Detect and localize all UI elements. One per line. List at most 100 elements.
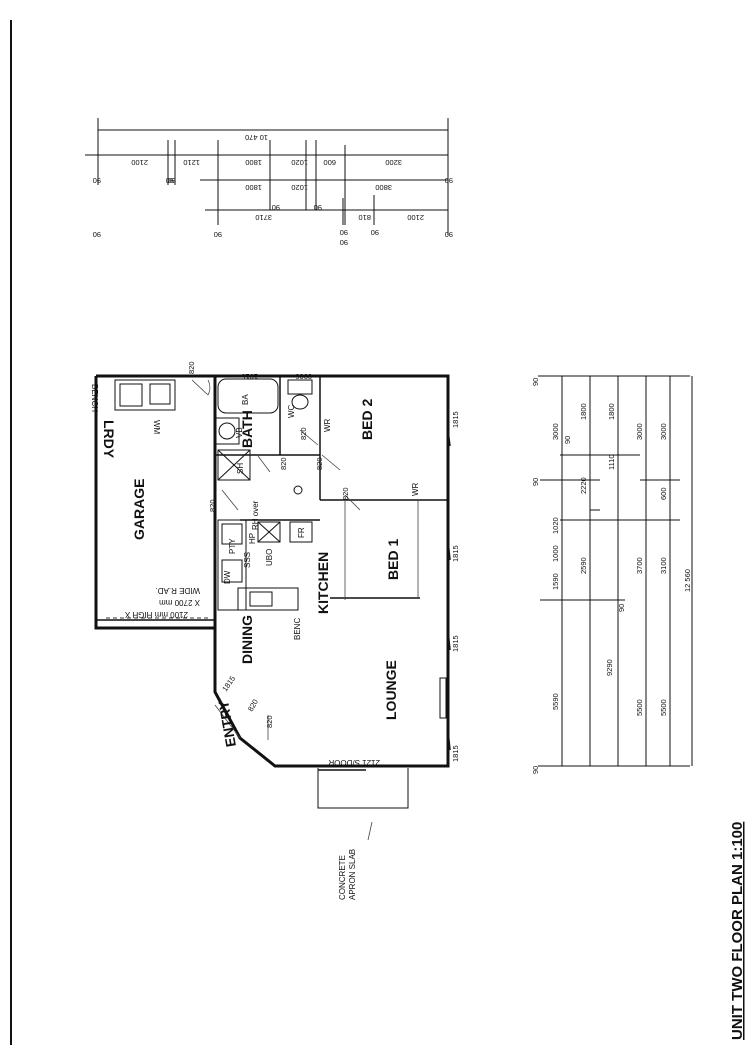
door-d4: 820 [315,457,324,470]
dim-top-r2-0: 1800 [245,183,262,192]
dim-bottom-c4-1: 1110 [607,454,616,470]
dim-bottom-c4-3: 5500 [635,699,644,716]
label-apron-2: APRON SLAB [348,849,357,900]
window-bed2: 0906 [295,372,312,381]
dim-bottom-c3-2: 90 [563,436,572,444]
door-d6: 820 [341,487,350,500]
dim-top-r1-0: 2100 [131,158,148,167]
dim-top-r1-7: 3200 [385,158,402,167]
room-bath: BATH [239,410,255,448]
room-dining: DINING [239,615,255,664]
dim-bottom-c3-4: 90 [617,604,626,612]
dim-top-r3-0: 3710 [255,213,272,222]
label-dw: DW [223,570,232,584]
dim-bottom-90-bot: 90 [531,766,540,774]
bottom-dimension-block: 90 90 90 3000 1590 5590 1020 1000 2590 1… [531,375,693,774]
door-d5: 820 [299,427,308,440]
label-benc: BENC [293,618,302,640]
door-d8: 820 [246,698,260,713]
door-d3: 820 [279,457,288,470]
label-wm: WM [152,420,161,435]
dim-bottom-c2-0: 1020 [551,517,560,534]
window-bath: 1015 [241,372,258,381]
dim-bottom-c5-0: 3000 [635,423,644,440]
dim-top-r3-7: 90 [371,228,379,237]
room-bed1: BED 1 [385,539,401,580]
door-d7: 820 [265,715,274,728]
dim-top-r3-1: 90 [340,228,348,237]
dim-bottom-c3-1: 2220 [579,477,588,494]
dim-bottom-90-top: 90 [531,378,540,386]
dim-top-r1-8: 90 [272,203,280,212]
dim-bottom-c1-2: 5590 [551,693,560,710]
label-wr2: WR [411,482,420,496]
dim-top-r1-9: 90 [314,203,322,212]
dim-top-r2-1: 1020 [291,183,308,192]
window-w2: 1815 [451,545,460,562]
room-bed2: BED 2 [359,399,375,440]
label-vb: VB [235,427,244,438]
dim-top-r3-8: 90 [445,230,453,239]
dim-top-r3-4: 90 [93,230,101,239]
label-sdoor: 2121 S/DOOR [328,758,380,767]
dim-bottom-c3-0: 1800 [579,403,588,420]
dim-top-r3-3: 2100 [407,213,424,222]
dim-bottom-90-mid: 90 [531,478,540,486]
dim-bottom-c1-0: 3000 [551,423,560,440]
room-lounge: LOUNGE [383,660,399,720]
door-d2: 820 [208,499,217,512]
room-lrdy: LRDY [101,420,117,459]
label-ba: BA [241,394,250,405]
label-bench: BENCH [90,384,99,412]
dim-bottom-c1-1: 1590 [551,573,560,590]
floor-plan [94,374,451,809]
plan-title: UNIT TWO FLOOR PLAN 1:100 [729,822,746,1040]
label-rh-over: RH over [251,500,260,530]
dim-bottom-overall: 12 560 [683,569,692,592]
room-garage: GARAGE [131,479,147,540]
dim-bottom-c2-2: 2590 [579,557,588,574]
dim-bottom-c2-1: 1000 [551,545,560,562]
door-d1: 820 [187,361,196,374]
dim-top-r1-5: 1020 [291,158,308,167]
dim-top-r3-2: 810 [358,213,371,222]
dim-bottom-c5-3: 5500 [659,699,668,716]
dim-bottom-c6-0: 3000 [659,423,668,440]
label-ubo: UBO [265,549,274,566]
dim-top-r1-6: 600 [323,158,336,167]
window-w1: 1815 [451,411,460,428]
dim-top-r1-1: 90 [93,176,101,185]
label-garage-door-3: WIDE R.AD. [156,586,200,595]
dim-overall: 10 470 [245,133,268,142]
dim-bottom-c4-2: 3700 [635,557,644,574]
room-entry: ENTRY [215,699,239,749]
dim-top-r3-5: 90 [214,230,222,239]
dim-top-r1-3: 90 [168,176,176,185]
dim-top-r3-6: 90 [340,238,348,247]
label-apron-1: CONCRETE [338,855,347,900]
room-kitchen: KITCHEN [315,552,331,614]
label-garage-door-1: 2100 mm HIGH X [124,610,188,619]
dim-bottom-c5-2: 3100 [659,557,668,574]
window-w4: 1815 [451,745,460,762]
dim-bottom-c4-0: 1800 [607,403,616,420]
label-hp: HP [248,533,257,544]
label-wc: WC [287,404,296,418]
label-fr: FR [297,527,306,538]
label-pty: PTY [228,538,237,554]
dim-top-r1-2: 1210 [183,158,200,167]
dim-top-r1-4: 1800 [245,158,262,167]
dim-bottom-c5-1: 600 [659,487,668,500]
window-w3: 1815 [451,635,460,652]
label-sss: SSS [243,552,252,568]
dim-top-r3-10: 90 [445,176,453,185]
dim-bottom-c3-3: 9290 [605,659,614,676]
dim-top-r2-2: 3800 [375,183,392,192]
top-dimension-block: 10 470 2100 90 1210 90 1800 1020 600 320… [85,118,453,247]
label-sh: SH [236,463,245,474]
label-wr1: WR [323,418,332,432]
label-garage-door-2: X 2700 mm [159,598,200,607]
dim-top-r3-9: 90 [166,176,174,185]
